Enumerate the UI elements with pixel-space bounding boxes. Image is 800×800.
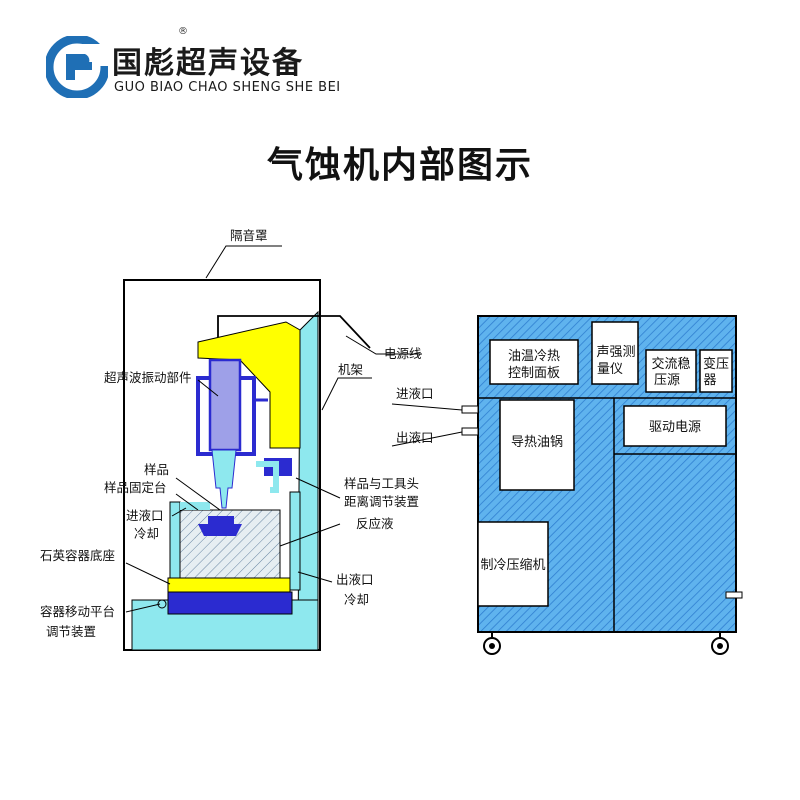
label-sample-holder: 样品固定台: [104, 480, 167, 495]
label-frame: 机架: [338, 362, 363, 377]
label-outlet: 出液口: [396, 430, 434, 445]
brand-logo-icon: [46, 36, 108, 98]
machine-frame: [297, 310, 319, 651]
label-ultrasonic-part: 超声波振动部件: [104, 370, 192, 385]
registered-mark: ®: [178, 26, 188, 37]
support-arm: [197, 321, 301, 449]
oil-temp-panel: [489, 339, 579, 385]
transformer: [699, 349, 733, 393]
label-platform: 容器移动平台: [40, 604, 115, 619]
brand-name-en: GUO BIAO CHAO SHENG SHE BEI: [114, 80, 341, 95]
label-sample: 样品: [144, 462, 169, 477]
ultrasonic-horn: [211, 449, 237, 509]
label-inlet: 进液口: [396, 386, 434, 401]
power-cable: [217, 315, 371, 349]
oil-pot: [499, 399, 575, 491]
label-platform-2: 调节装置: [46, 624, 96, 639]
left-machine: [123, 279, 371, 651]
label-oil-temp-panel: 油温冷热: [508, 349, 560, 364]
moving-platform: [167, 591, 293, 615]
label-ac-stabilizer: 交流稳: [651, 356, 690, 372]
acoustic-meter: [591, 321, 639, 385]
ac-stabilizer: [645, 349, 697, 393]
compressor: [477, 521, 549, 607]
label-acoustic-meter-2: 量仪: [597, 362, 623, 377]
label-acoustic-meter: 声强测: [596, 345, 635, 360]
page-title: 气蚀机内部图示: [266, 145, 533, 186]
label-ac-stabilizer-2: 压源: [654, 373, 680, 388]
sample-holder: [198, 524, 242, 536]
label-drive-power: 驱动电源: [649, 420, 701, 435]
label-distance-adjust-2: 距离调节装置: [344, 494, 419, 509]
label-hood: 隔音罩: [230, 228, 268, 243]
brand-name: 国彪超声设备: [112, 46, 304, 81]
label-inlet-cooling: 进液口: [126, 508, 164, 523]
drive-power: [623, 405, 727, 447]
label-outlet-cooling: 出液口: [336, 572, 374, 587]
label-transformer-2: 器: [703, 373, 716, 388]
label-reaction-liquid: 反应液: [356, 516, 394, 531]
label-compressor: 制冷压缩机: [480, 557, 545, 573]
label-inlet-cooling-2: 冷却: [134, 526, 159, 541]
label-oil-pot: 导热油锅: [511, 434, 563, 450]
label-quartz-base: 石英容器底座: [40, 548, 115, 563]
label-distance-adjust: 样品与工具头: [344, 476, 419, 491]
label-power-line: 电源线: [384, 346, 422, 361]
label-outlet-cooling-2: 冷却: [344, 592, 369, 607]
label-transformer: 变压: [703, 356, 729, 372]
label-oil-temp-panel-2: 控制面板: [508, 366, 560, 381]
cooling-cabinet: [461, 315, 743, 655]
quartz-base: [167, 577, 291, 593]
